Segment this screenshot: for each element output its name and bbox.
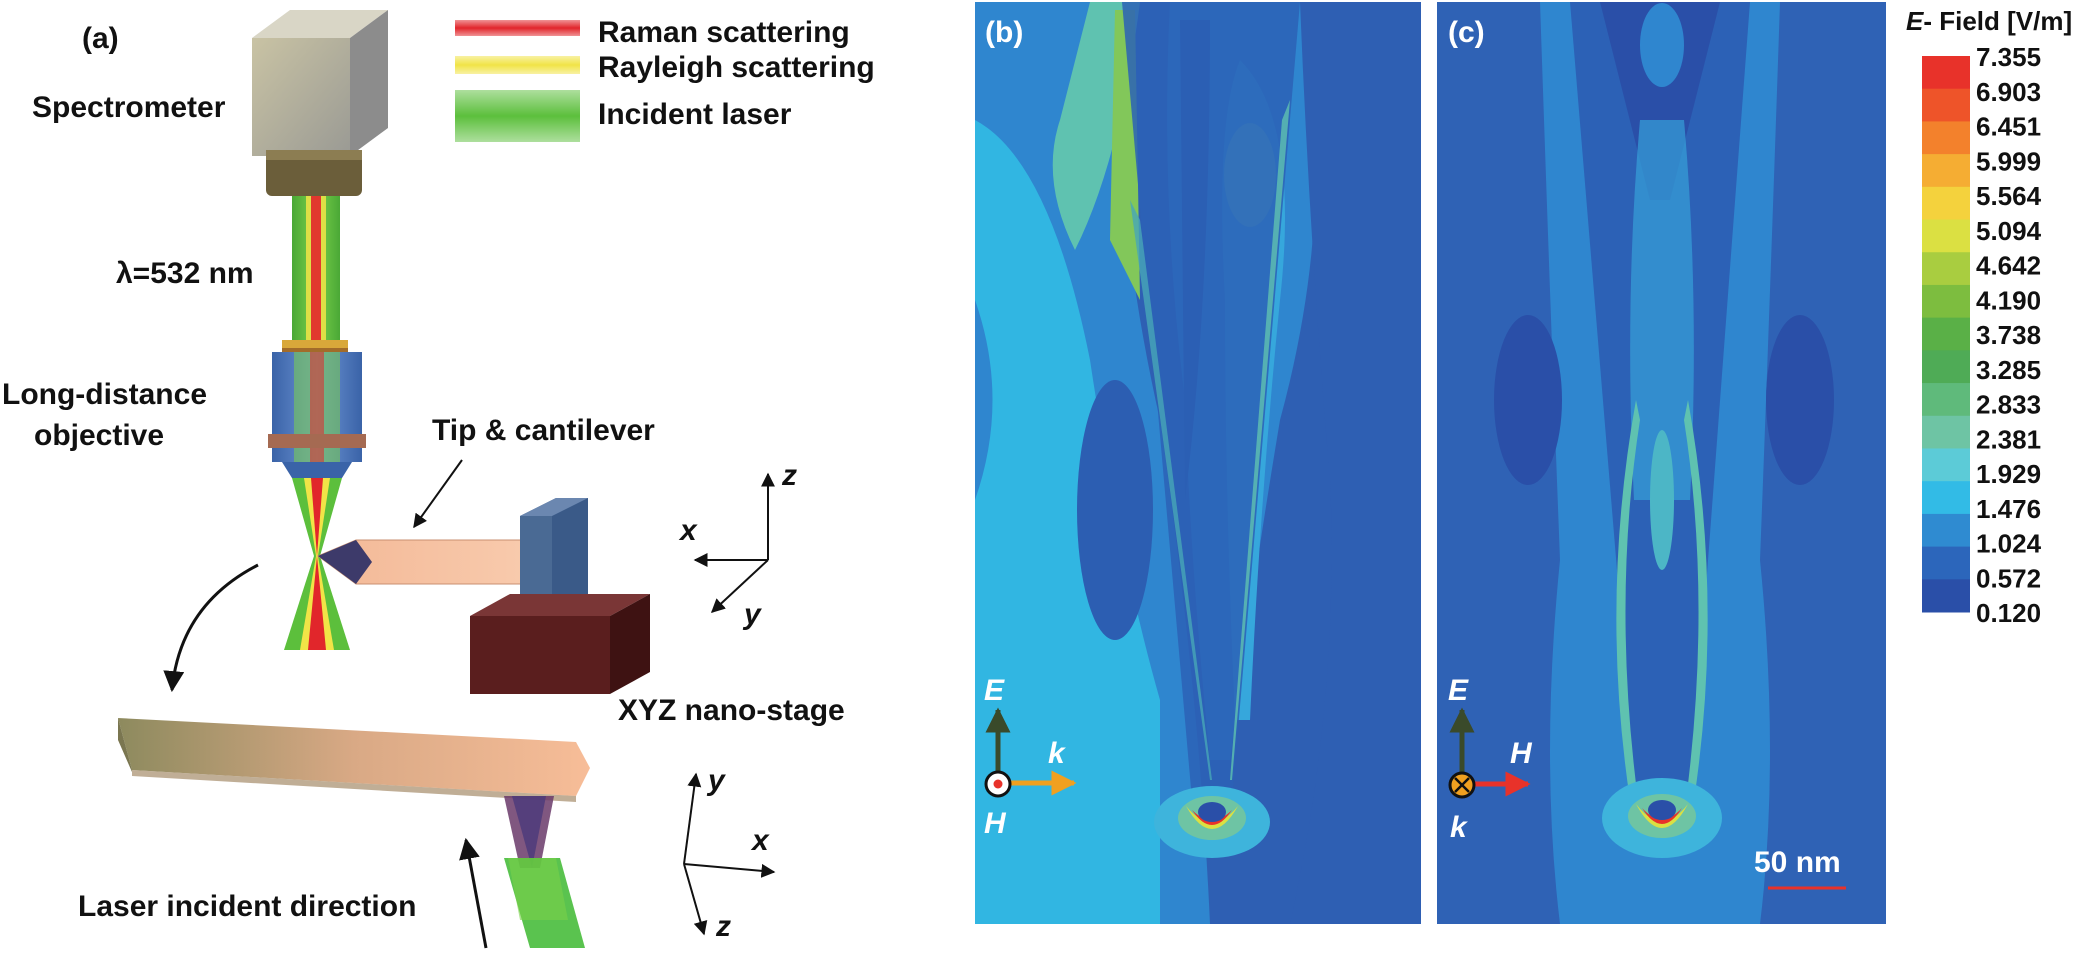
field-axes-b: E k H xyxy=(984,674,1077,840)
colorbar-ticks: 7.355 6.903 6.451 5.999 5.564 5.094 4.642 4.190… xyxy=(1976,42,2042,628)
colorbar-tick-label: 4.642 xyxy=(1976,251,2041,281)
colorbar: E- Field [V/m] 7.355 6.903 6.451 5.999 5.564… xyxy=(1906,6,2072,628)
colorbar-swatch xyxy=(1922,186,1970,221)
colorbar-swatch xyxy=(1922,513,1970,548)
colorbar-swatch xyxy=(1922,121,1970,155)
svg-text:x: x xyxy=(678,514,698,547)
svg-text:k: k xyxy=(1450,811,1468,844)
colorbar-tick-label: 5.564 xyxy=(1976,181,2042,211)
panel-b-label: (b) xyxy=(985,16,1023,49)
svg-text:E: E xyxy=(984,674,1005,707)
colorbar-swatch xyxy=(1922,219,1970,253)
colorbar-tick-label: 2.381 xyxy=(1976,424,2041,454)
tip-label: Tip & cantilever xyxy=(432,414,655,447)
axes-top: z x y xyxy=(678,459,797,631)
svg-text:y: y xyxy=(742,598,762,631)
colorbar-tick-label: 0.572 xyxy=(1976,563,2041,593)
colorbar-swatch xyxy=(1922,350,1970,384)
panel-c: (c) E H k 50 nm xyxy=(1437,2,1886,924)
tip-pointer-arrow xyxy=(413,459,463,529)
laser-beam xyxy=(282,196,348,353)
panel-b: (b) E k H xyxy=(975,2,1421,924)
objective-label-line2: objective xyxy=(34,419,164,452)
colorbar-swatch xyxy=(1922,579,1970,613)
colorbar-tick-label: 4.190 xyxy=(1976,285,2041,315)
svg-text:z: z xyxy=(781,459,797,492)
colorbar-swatch xyxy=(1922,448,1970,482)
spectrometer-label: Spectrometer xyxy=(32,91,226,124)
cantilever-magnified xyxy=(118,718,590,948)
colorbar-tick-label: 1.476 xyxy=(1976,494,2041,524)
colorbar-tick-label: 1.024 xyxy=(1976,529,2042,559)
colorbar-swatch xyxy=(1922,56,1970,90)
colorbar-tick-label: 3.285 xyxy=(1976,355,2041,385)
svg-text:x: x xyxy=(750,824,770,857)
colorbar-swatch xyxy=(1922,88,1970,122)
colorbar-swatch xyxy=(1922,481,1970,515)
legend: Raman scattering Rayleigh scattering Inc… xyxy=(455,16,875,142)
objective-label-line1: Long-distance xyxy=(2,378,207,411)
colorbar-swatch xyxy=(1922,284,1970,319)
field-axes-c: E H k xyxy=(1448,674,1533,844)
colorbar-swatch xyxy=(1922,252,1970,286)
laser-direction-arrow xyxy=(459,837,488,949)
colorbar-swatch xyxy=(1922,546,1970,580)
panel-a-label: (a) xyxy=(82,22,119,55)
zoom-arrow xyxy=(163,563,259,693)
svg-text:H: H xyxy=(984,807,1007,840)
wavelength-label: λ=532 nm xyxy=(116,257,254,290)
colorbar-tick-label: 3.738 xyxy=(1976,320,2041,350)
colorbar-tick-label: 0.120 xyxy=(1976,598,2041,628)
focus-cone xyxy=(284,478,350,650)
panel-a: (a) Raman scattering Rayleigh scattering… xyxy=(2,10,875,949)
scalebar-label: 50 nm xyxy=(1754,846,1841,879)
colorbar-tick-label: 6.903 xyxy=(1976,77,2041,107)
stage-label: XYZ nano-stage xyxy=(618,694,845,727)
colorbar-tick-label: 2.833 xyxy=(1976,390,2041,420)
svg-text:y: y xyxy=(706,764,726,797)
svg-text:z: z xyxy=(715,910,731,943)
cantilever-top xyxy=(316,498,588,616)
colorbar-tick-label: 1.929 xyxy=(1976,459,2041,489)
laser-direction-label: Laser incident direction xyxy=(78,890,416,923)
svg-text:k: k xyxy=(1048,737,1066,770)
colorbar-tick-label: 5.999 xyxy=(1976,146,2041,176)
legend-incident-text: Incident laser xyxy=(598,98,792,131)
colorbar-tick-label: 5.094 xyxy=(1976,216,2042,246)
spectrometer xyxy=(252,10,388,196)
svg-text:E: E xyxy=(1448,674,1469,707)
axes-bottom: y x z xyxy=(683,764,776,943)
colorbar-swatch xyxy=(1922,317,1970,351)
colorbar-swatch xyxy=(1922,383,1970,417)
colorbar-tick-label: 7.355 xyxy=(1976,42,2041,72)
legend-rayleigh-text: Rayleigh scattering xyxy=(598,51,875,84)
colorbar-swatch xyxy=(1922,154,1970,188)
panel-c-label: (c) xyxy=(1448,16,1485,49)
legend-raman-text: Raman scattering xyxy=(598,16,850,49)
colorbar-title: E- Field [V/m] xyxy=(1906,6,2072,36)
nano-stage xyxy=(470,594,650,694)
objective xyxy=(268,352,366,478)
colorbar-swatch xyxy=(1922,415,1970,449)
svg-text:H: H xyxy=(1510,737,1533,770)
colorbar-tick-label: 6.451 xyxy=(1976,112,2041,142)
colorbar-swatches xyxy=(1922,56,1970,613)
